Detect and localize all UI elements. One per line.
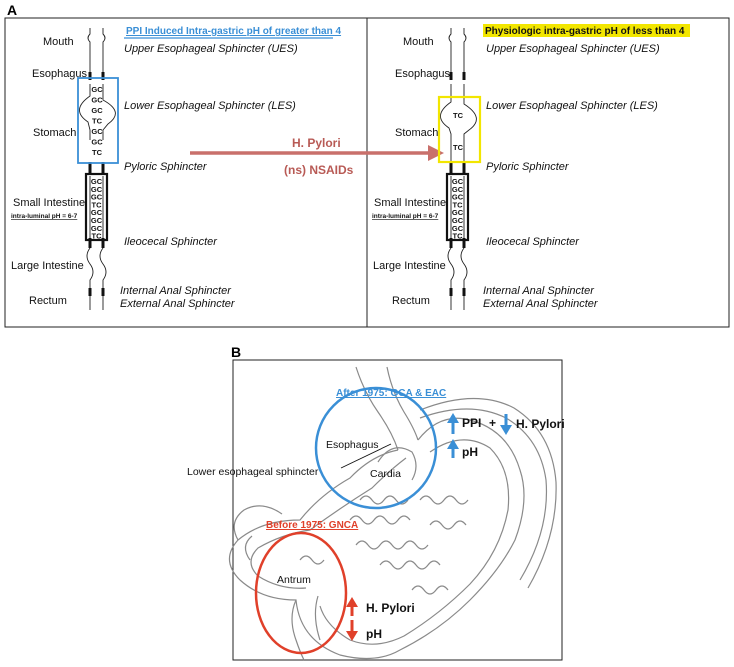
cell-code: GC	[91, 208, 103, 217]
sphincter-external-anal-left: External Anal Sphincter	[120, 298, 236, 310]
cell-code: GC	[91, 96, 103, 105]
sphincter-les-right: Lower Esophageal Sphincter (LES)	[486, 100, 658, 112]
les-label: Lower esophageal sphincter	[187, 466, 319, 478]
panel-b-frame	[232, 359, 563, 661]
cell-code: TC	[453, 111, 464, 120]
cell-code: GC	[452, 193, 464, 202]
ph-up-arrow-icon	[447, 439, 459, 458]
right-stomach-box	[437, 95, 482, 164]
right-header: Physiologic intra-gastric pH of less tha…	[485, 26, 685, 37]
ph-bottom-label: pH	[366, 627, 382, 641]
cardia-circle	[314, 386, 438, 510]
cell-code: GC	[452, 185, 464, 194]
sphincter-pyloric-left: Pyloric Sphincter	[124, 161, 208, 173]
cell-code: TC	[92, 117, 103, 126]
cell-code: GC	[91, 193, 103, 202]
organ-mouth-right: Mouth	[403, 36, 434, 48]
sphincter-pyloric-right: Pyloric Sphincter	[486, 161, 570, 173]
cell-code: GC	[91, 185, 103, 194]
cell-code: GC	[91, 106, 103, 115]
cell-code: GC	[91, 138, 103, 147]
cell-code: GC	[91, 177, 103, 186]
organ-large-intestine-right: Large Intestine	[373, 260, 446, 272]
cell-code: TC	[92, 232, 103, 241]
panel-a-label: A	[7, 2, 17, 18]
organ-stomach-left: Stomach	[33, 127, 76, 139]
cell-code: GC	[91, 127, 103, 136]
stomach-illustration	[228, 366, 557, 661]
right-stomach-cells: TC TC	[453, 111, 464, 152]
transition-arrow	[190, 145, 444, 161]
plus-label: +	[489, 416, 496, 430]
organ-large-intestine-left: Large Intestine	[11, 260, 84, 272]
sphincter-ileocecal-right: Ileocecal Sphincter	[486, 236, 580, 248]
left-header: PPI Induced Intra-gastric pH of greater …	[126, 26, 341, 37]
cell-code: GC	[91, 85, 103, 94]
cell-code: GC	[452, 216, 464, 225]
hpylori-down-arrow-icon	[500, 414, 512, 435]
cell-code: TC	[92, 200, 103, 209]
panel-b-label: B	[231, 344, 241, 360]
left-stomach-box	[77, 77, 119, 164]
sphincter-internal-anal-right: Internal Anal Sphincter	[483, 285, 595, 297]
cell-code: GC	[91, 216, 103, 225]
cell-code: TC	[453, 143, 464, 152]
ph-down-arrow-icon	[346, 620, 358, 641]
sphincter-internal-anal-left: Internal Anal Sphincter	[120, 285, 232, 297]
cell-code: GC	[452, 177, 464, 186]
hpylori-up-arrow-icon	[346, 597, 358, 616]
antrum-label: Antrum	[277, 574, 311, 586]
esophagus-label: Esophagus	[326, 439, 379, 451]
ph-top-label: pH	[462, 445, 478, 459]
organ-esophagus-left: Esophagus	[32, 68, 88, 80]
organ-esophagus-right: Esophagus	[395, 68, 451, 80]
cell-code: TC	[92, 148, 103, 157]
arrow-label-hpylori: H. Pylori	[292, 136, 341, 150]
organ-small-intestine-right: Small Intestine	[374, 197, 446, 209]
cell-code: GC	[91, 224, 103, 233]
arrow-label-nsaids: (ns) NSAIDs	[284, 163, 354, 177]
ppi-up-arrow-icon	[447, 413, 459, 434]
hpylori-bottom-label: H. Pylori	[366, 601, 415, 615]
sphincter-external-anal-right: External Anal Sphincter	[483, 298, 599, 310]
les-pointer	[340, 443, 392, 469]
sphincter-ues-left: Upper Esophageal Sphincter (UES)	[124, 43, 298, 55]
antrum-ellipse	[254, 531, 348, 655]
cell-code: TC	[453, 200, 464, 209]
before-1975-label: Before 1975: GNCA	[266, 520, 358, 531]
cardia-label: Cardia	[370, 468, 401, 480]
organ-rectum-right: Rectum	[392, 295, 430, 307]
organ-rectum-left: Rectum	[29, 295, 67, 307]
sphincter-ues-right: Upper Esophageal Sphincter (UES)	[486, 43, 660, 55]
cell-code: GC	[452, 224, 464, 233]
sphincter-ileocecal-left: Ileocecal Sphincter	[124, 236, 218, 248]
left-gut	[79, 28, 116, 310]
hpylori-top-label: H. Pylori	[516, 417, 565, 431]
organ-mouth-left: Mouth	[43, 36, 74, 48]
organ-small-intestine-left: Small Intestine	[13, 197, 85, 209]
organ-stomach-right: Stomach	[395, 127, 438, 139]
intra-luminal-left: intra-luminal pH = 6-7	[11, 213, 78, 220]
ppi-label: PPI	[462, 416, 481, 430]
sphincter-les-left: Lower Esophageal Sphincter (LES)	[124, 100, 296, 112]
after-1975-label: After 1975: GCA & EAC	[336, 388, 446, 399]
right-gut	[440, 28, 477, 310]
intra-luminal-right: intra-luminal pH = 6-7	[372, 213, 439, 220]
cell-code: TC	[453, 232, 464, 241]
cell-code: GC	[452, 208, 464, 217]
right-header-highlight	[483, 24, 690, 37]
